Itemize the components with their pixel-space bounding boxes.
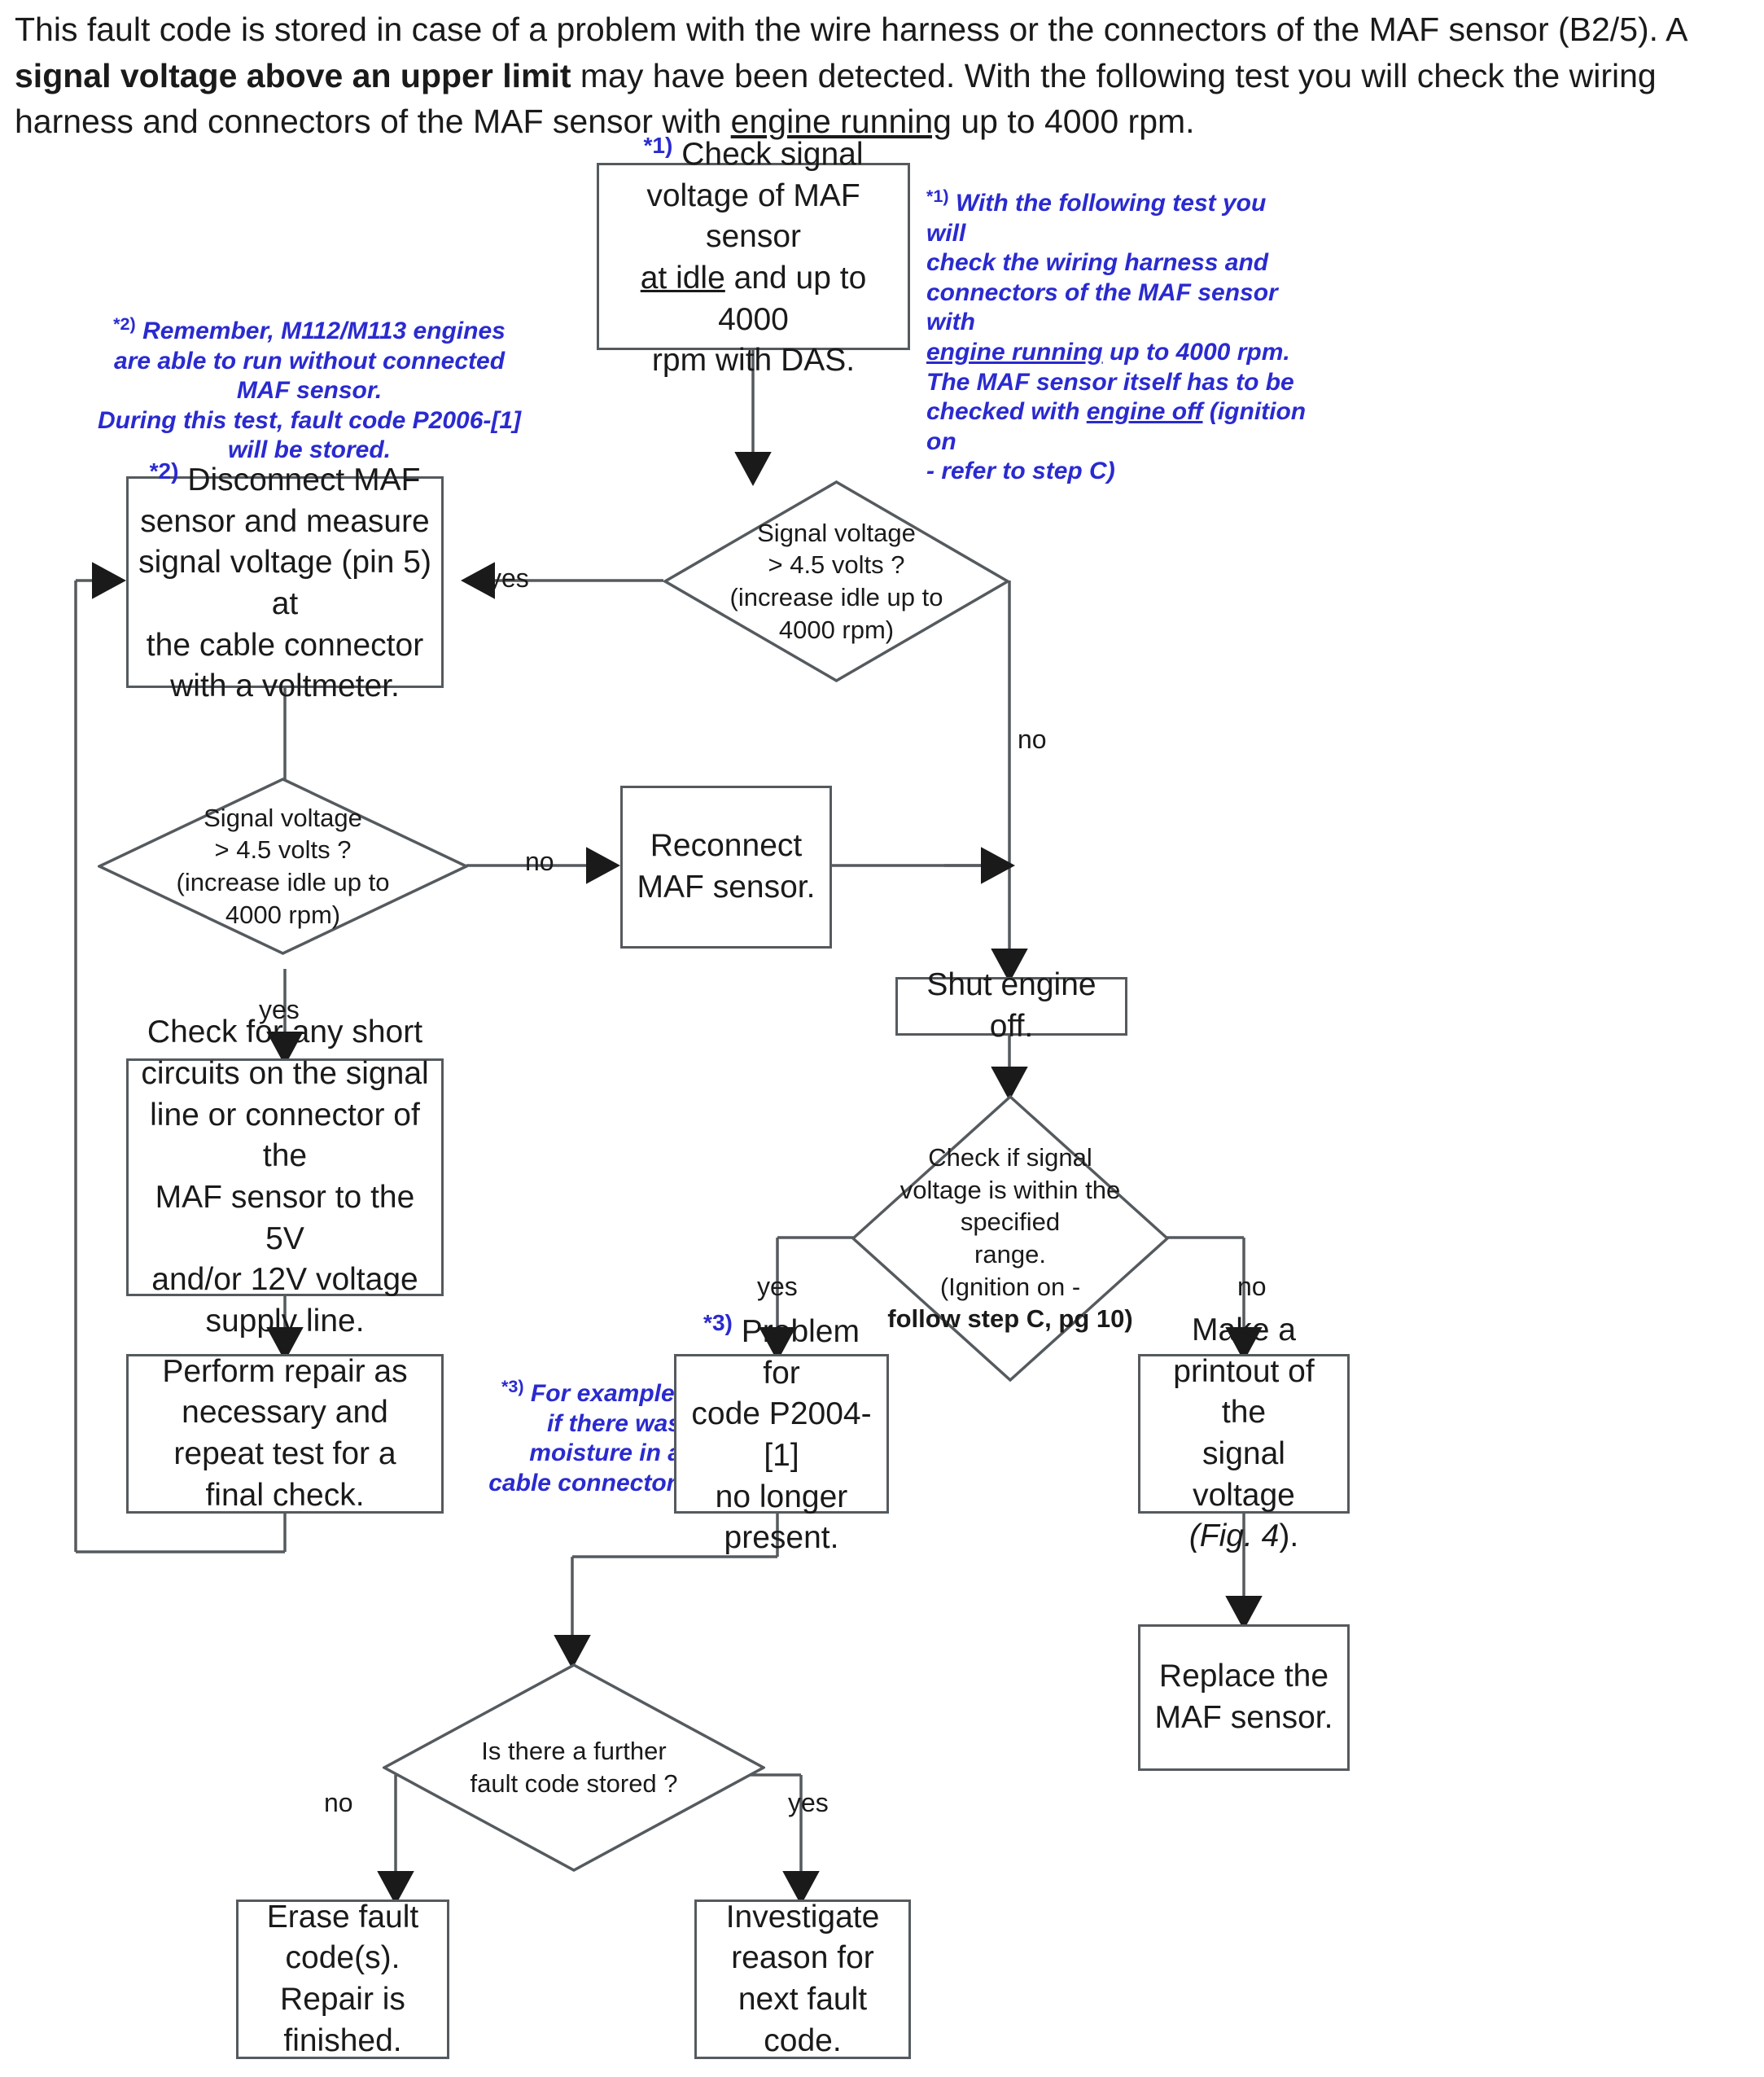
diamond-shape-3: [851, 1095, 1169, 1382]
diamond-shape-4: [383, 1663, 765, 1872]
engine-off-underline: engine off: [1086, 398, 1203, 426]
edge-label-yes-4: yes: [788, 1788, 829, 1817]
note2-marker: *2): [113, 313, 136, 334]
diamond-shape-1: [663, 480, 1009, 682]
decision-4-text: Is there a further fault code stored ?: [470, 1737, 678, 1798]
decision-signal-voltage-1[interactable]: Signal voltage > 4.5 volts ? (increase i…: [663, 480, 1009, 682]
intro-underline-phrase: engine running: [730, 103, 952, 141]
node-erase-fault-codes[interactable]: Erase fault code(s). Repair is finished.: [236, 1900, 449, 2059]
intro-text-2: may have been detected. With the followi…: [15, 56, 1657, 141]
at-idle-underline: at idle: [640, 261, 725, 296]
footnote-marker-2: *2): [149, 458, 179, 484]
intro-paragraph: This fault code is stored in case of a p…: [15, 7, 1732, 145]
node-make-printout[interactable]: Make a printout of the signal voltage (F…: [1138, 1312, 1350, 1553]
intro-bold-phrase: signal voltage above an upper limit: [15, 56, 571, 94]
intro-text-3: up to 4000 rpm.: [951, 103, 1195, 141]
fig-4-italic: (Fig. 4: [1188, 1518, 1280, 1554]
node-replace-maf-sensor[interactable]: Replace the MAF sensor.: [1138, 1624, 1350, 1771]
node-problem-no-longer-present[interactable]: *3) Problem for code P2004-[1] no longer…: [674, 1310, 889, 1555]
edge-label-yes-1: yes: [488, 563, 529, 593]
footnote-note-3: *3) For example, if there was moisture i…: [488, 1376, 681, 1496]
decision-2-text: Signal voltage > 4.5 volts ? (increase i…: [176, 803, 390, 929]
node-check-signal-line3: at idle and up to 4000: [640, 261, 867, 337]
decision-1-text: Signal voltage > 4.5 volts ? (increase i…: [729, 518, 943, 644]
node-reconnect-maf-sensor[interactable]: Reconnect MAF sensor.: [620, 786, 832, 949]
node-investigate-next-fault-code[interactable]: Investigate reason for next fault code.: [694, 1900, 911, 2059]
note1-marker: *1): [926, 186, 949, 206]
decision-3-text: Check if signal voltage is within the sp…: [887, 1142, 1133, 1334]
diamond-shape-2: [98, 778, 468, 955]
edge-label-yes-3: yes: [757, 1272, 798, 1301]
node-shut-engine-off[interactable]: Shut engine off.: [895, 967, 1127, 1044]
engine-running-underline: engine running: [926, 338, 1103, 366]
node-disconnect-maf-sensor[interactable]: *2) Disconnect MAF sensor and measure si…: [126, 458, 444, 703]
intro-text-1: This fault code is stored in case of a p…: [15, 11, 1687, 48]
edge-label-no-3: no: [1237, 1272, 1267, 1301]
node-check-signal-voltage[interactable]: *1) Check signal voltage of MAF sensor a…: [597, 133, 910, 378]
node-check-signal-line1: *1) Check signal: [643, 132, 864, 172]
decision-signal-voltage-in-range[interactable]: Check if signal voltage is within the sp…: [851, 1095, 1169, 1382]
decision-further-fault-code[interactable]: Is there a further fault code stored ?: [383, 1663, 765, 1872]
decision-signal-voltage-2[interactable]: Signal voltage > 4.5 volts ? (increase i…: [98, 778, 468, 955]
footnote-marker-1: *1): [643, 132, 673, 158]
footnote-note-1: *1) With the following test you will che…: [926, 186, 1307, 485]
node-check-short-circuits[interactable]: Check for any short circuits on the sign…: [126, 1014, 444, 1339]
edge-label-yes-2: yes: [259, 995, 300, 1024]
note3-marker: *3): [501, 1376, 524, 1396]
footnote-marker-3: *3): [703, 1309, 733, 1335]
node-check-signal-line2: voltage of MAF sensor: [646, 177, 860, 255]
edge-label-no-1: no: [1018, 725, 1047, 754]
footnote-note-2: *2) Remember, M112/M113 engines are able…: [97, 313, 522, 464]
follow-step-c-bold: follow step C, pg 10): [887, 1304, 1133, 1334]
edge-label-no-2: no: [525, 847, 554, 876]
edge-label-no-4: no: [324, 1788, 353, 1817]
node-perform-repair[interactable]: Perform repair as necessary and repeat t…: [126, 1354, 444, 1514]
node-check-signal-line4: rpm with DAS.: [651, 343, 856, 379]
